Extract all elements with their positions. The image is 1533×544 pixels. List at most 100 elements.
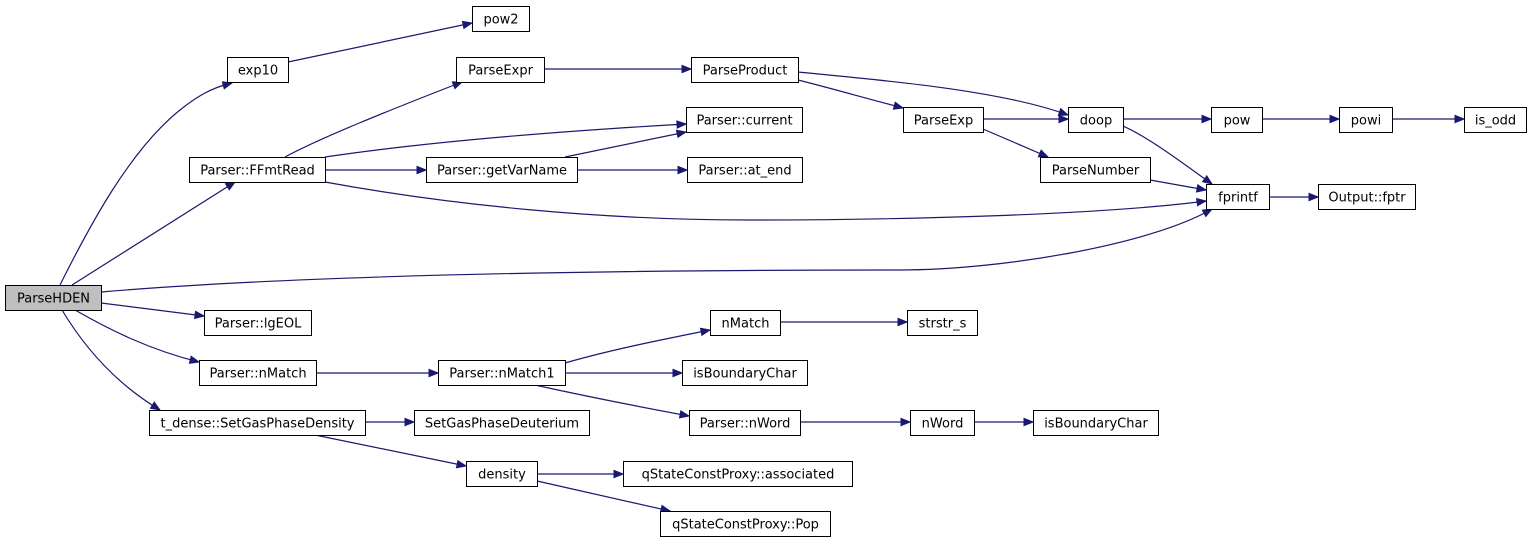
edge-doop-to-fprintf — [1122, 125, 1214, 185]
node-exp10-label: exp10 — [238, 64, 278, 79]
edge-parseproduct-to-doop-arrowhead — [1057, 107, 1070, 116]
edge-parsehden-to-fprintf — [100, 208, 1214, 293]
node-nword[interactable]: nWord — [910, 410, 975, 436]
node-output-fptr[interactable]: Output::fptr — [1318, 184, 1416, 210]
node-parseexp[interactable]: ParseExp — [903, 107, 984, 133]
node-pow-box — [1211, 107, 1263, 133]
node-parsehden[interactable]: ParseHDEN — [5, 285, 102, 311]
edge-doop-to-fprintf-line — [1122, 125, 1213, 185]
node-pow2[interactable]: pow2 — [472, 6, 530, 32]
edge-parser-nmatch1-to-parser-nword — [534, 384, 691, 419]
edge-parseproduct-to-parseexp-arrowhead — [892, 101, 905, 110]
node-parser-lgeol[interactable]: Parser::lgEOL — [204, 310, 312, 336]
node-is-odd[interactable]: is_odd — [1464, 107, 1527, 133]
node-fprintf[interactable]: fprintf — [1206, 184, 1270, 210]
node-isboundarychar-2-label: isBoundaryChar — [1044, 417, 1148, 432]
node-parser-ffmtread-box — [189, 157, 326, 183]
node-pow2-box — [472, 6, 530, 32]
edge-parsehden-to-exp10-line — [59, 82, 233, 286]
node-nmatch[interactable]: nMatch — [710, 310, 781, 336]
node-parsehden-label: ParseHDEN — [17, 292, 90, 307]
edge-parser-nmatch1-to-nmatch — [564, 327, 712, 364]
node-powi-box — [1339, 107, 1393, 133]
node-parser-current-box — [686, 107, 803, 133]
edge-parser-ffmtread-to-parseexpr — [284, 81, 464, 158]
node-parsenumber[interactable]: ParseNumber — [1040, 157, 1151, 183]
edge-parseexp-to-parsenumber-arrowhead — [1037, 149, 1050, 158]
node-nword-box — [910, 410, 975, 436]
edge-parseexp-to-parsenumber — [982, 128, 1050, 158]
node-qstateconstproxy-pop-label: qStateConstProxy::Pop — [672, 518, 819, 533]
node-qstateconstproxy-associated[interactable]: qStateConstProxy::associated — [623, 461, 853, 487]
edge-parsehden-to-parser-lgeol-line — [100, 302, 205, 317]
node-powi[interactable]: powi — [1339, 107, 1393, 133]
node-parseproduct[interactable]: ParseProduct — [691, 57, 799, 83]
edge-doop-to-fprintf-arrowhead — [1201, 174, 1214, 185]
edge-parser-getvarname-to-parser-current-line — [564, 131, 687, 158]
node-isboundarychar-2[interactable]: isBoundaryChar — [1033, 410, 1159, 436]
node-parser-nmatch1-box — [438, 360, 566, 386]
node-isboundarychar-1-label: isBoundaryChar — [693, 367, 797, 382]
edge-parsehden-to-parser-ffmtread-line — [71, 181, 236, 286]
node-doop[interactable]: doop — [1068, 107, 1124, 133]
node-parsenumber-box — [1040, 157, 1151, 183]
node-isboundarychar-1-box — [682, 360, 808, 386]
edge-exp10-to-pow2 — [287, 20, 474, 63]
node-doop-label: doop — [1080, 114, 1112, 129]
edge-parser-nmatch1-to-isboundarychar-1-arrowhead — [672, 368, 684, 378]
node-setgasphasedeuterium-label: SetGasPhaseDeuterium — [425, 417, 579, 432]
edge-parser-nmatch1-to-parser-nword-arrowhead — [678, 409, 691, 419]
node-strstr-s[interactable]: strstr_s — [907, 310, 978, 336]
node-density[interactable]: density — [466, 461, 538, 487]
edge-parsehden-to-t-dense-setgasphasedensity-line — [61, 309, 161, 411]
edge-parseexp-to-doop — [983, 114, 1070, 124]
node-parsehden-box — [5, 285, 102, 311]
edge-parser-ffmtread-to-parser-current — [324, 120, 688, 158]
node-parsenumber-label: ParseNumber — [1052, 164, 1140, 179]
node-parser-getvarname[interactable]: Parser::getVarName — [426, 157, 578, 183]
edge-parser-nword-to-nword — [800, 417, 912, 427]
node-t-dense-setgasphasedensity[interactable]: t_dense::SetGasPhaseDensity — [149, 410, 366, 436]
edge-parsehden-to-parser-lgeol-arrowhead — [194, 310, 206, 320]
node-parser-at-end[interactable]: Parser::at_end — [687, 157, 803, 183]
node-parser-nword[interactable]: Parser::nWord — [689, 410, 801, 436]
edge-parsehden-to-parser-ffmtread — [71, 181, 237, 286]
node-parser-current[interactable]: Parser::current — [686, 107, 803, 133]
edge-t-dense-setgasphasedensity-to-setgasphasedeuterium-arrowhead — [404, 417, 416, 427]
node-output-fptr-box — [1318, 184, 1416, 210]
node-powi-label: powi — [1351, 114, 1381, 129]
edge-fprintf-to-output-fptr-arrowhead — [1308, 192, 1320, 202]
node-setgasphasedeuterium[interactable]: SetGasPhaseDeuterium — [414, 410, 590, 436]
edge-parsehden-to-parser-nmatch-line — [74, 309, 200, 363]
node-parser-nmatch1[interactable]: Parser::nMatch1 — [438, 360, 566, 386]
node-qstateconstproxy-associated-label: qStateConstProxy::associated — [642, 468, 835, 483]
node-qstateconstproxy-pop[interactable]: qStateConstProxy::Pop — [660, 511, 831, 537]
node-is-odd-label: is_odd — [1475, 114, 1516, 129]
node-parseproduct-box — [691, 57, 799, 83]
edge-density-to-qstateconstproxy-associated — [537, 469, 625, 479]
node-is-odd-box — [1464, 107, 1527, 133]
node-parser-at-end-box — [687, 157, 803, 183]
edge-parsehden-to-parser-nmatch-arrowhead — [188, 355, 201, 364]
node-exp10[interactable]: exp10 — [227, 57, 289, 83]
node-parser-nmatch[interactable]: Parser::nMatch — [199, 360, 317, 386]
edge-parseproduct-to-parseexp — [797, 79, 905, 110]
edge-parseexp-to-doop-arrowhead — [1058, 114, 1070, 124]
node-nmatch-box — [710, 310, 781, 336]
edge-parser-ffmtread-to-fprintf — [324, 181, 1208, 221]
edge-parser-getvarname-to-parser-current-arrowhead — [675, 129, 688, 139]
node-nmatch-label: nMatch — [722, 317, 770, 332]
node-exp10-box — [227, 57, 289, 83]
node-parser-nmatch-box — [199, 360, 317, 386]
edge-parser-ffmtread-to-parser-getvarname — [325, 165, 428, 175]
node-isboundarychar-1[interactable]: isBoundaryChar — [682, 360, 808, 386]
edge-parser-ffmtread-to-fprintf-arrowhead — [1196, 197, 1208, 207]
node-t-dense-setgasphasedensity-box — [149, 410, 366, 436]
edge-t-dense-setgasphasedensity-to-density — [314, 434, 468, 469]
node-parser-ffmtread[interactable]: Parser::FFmtRead — [189, 157, 326, 183]
edge-parseexpr-to-parseproduct-arrowhead — [681, 64, 693, 74]
node-pow[interactable]: pow — [1211, 107, 1263, 133]
node-parseexpr[interactable]: ParseExpr — [456, 57, 545, 83]
node-density-box — [466, 461, 538, 487]
